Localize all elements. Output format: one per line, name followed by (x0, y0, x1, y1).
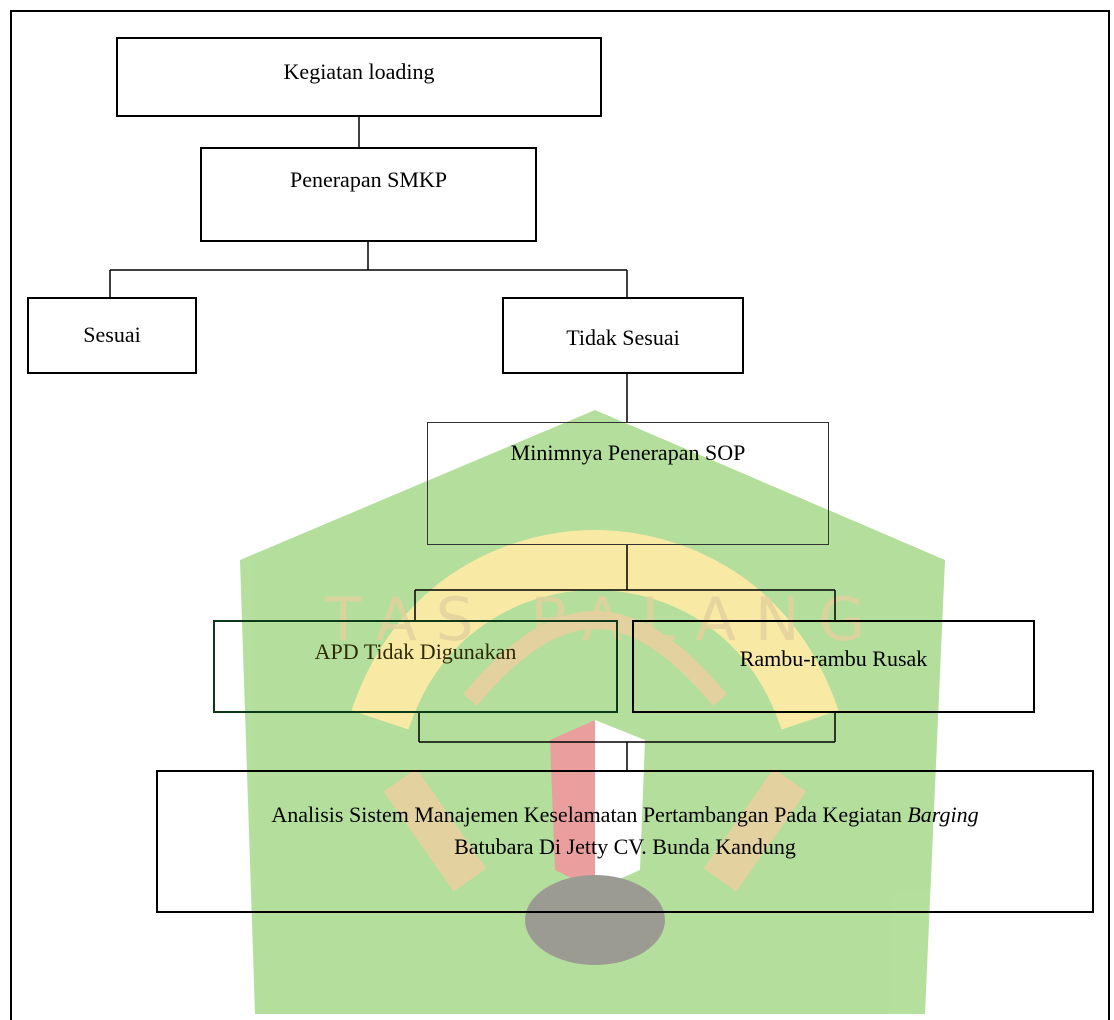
node-sesuai: Sesuai (27, 297, 197, 374)
node-rambu-label: Rambu-rambu Rusak (739, 646, 928, 671)
node-rambu-rusak: Rambu-rambu Rusak (632, 620, 1035, 713)
node-kegiatan-loading-label: Kegiatan loading (283, 59, 435, 84)
node-tidak-sesuai-label: Tidak Sesuai (566, 325, 680, 350)
node-analisis-text: Analisis Sistem Manajemen Keselamatan Pe… (271, 799, 978, 911)
diagram-frame (10, 10, 1110, 1020)
node-kegiatan-loading: Kegiatan loading (116, 37, 602, 117)
node-minimnya-sop-label: Minimnya Penerapan SOP (510, 440, 746, 465)
node-tidak-sesuai: Tidak Sesuai (502, 297, 744, 374)
node-penerapan-smkp-label: Penerapan SMKP (289, 167, 448, 192)
analysis-italic: Barging (907, 802, 979, 827)
node-apd-label: APD Tidak Digunakan (314, 639, 517, 664)
node-minimnya-sop: Minimnya Penerapan SOP (427, 422, 829, 545)
analysis-line2: Batubara Di Jetty CV. Bunda Kandung (454, 834, 796, 859)
analysis-part1: Analisis Sistem Manajemen Keselamatan Pe… (271, 802, 902, 827)
node-analisis: Analisis Sistem Manajemen Keselamatan Pe… (156, 770, 1094, 913)
analysis-line1: Analisis Sistem Manajemen Keselamatan Pe… (271, 802, 978, 827)
node-penerapan-smkp: Penerapan SMKP (200, 147, 537, 242)
node-apd-tidak-digunakan: APD Tidak Digunakan (213, 620, 618, 713)
node-sesuai-label: Sesuai (83, 322, 141, 347)
